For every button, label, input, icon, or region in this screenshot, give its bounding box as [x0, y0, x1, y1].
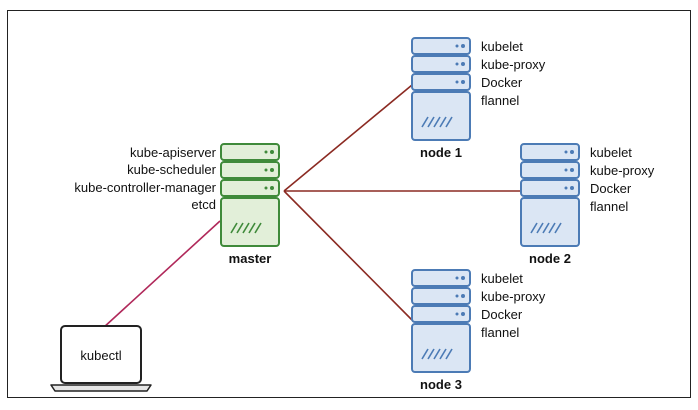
master-component-label: kube-scheduler: [127, 162, 217, 177]
node3-component-label: flannel: [481, 325, 519, 340]
server-rack-icon: [520, 143, 580, 247]
link-master-node1: [283, 84, 413, 192]
worker-node-3: kubelet kube-proxy Docker flannel node 3: [411, 269, 546, 392]
node2-component-label: flannel: [590, 199, 628, 214]
node3-name-label: node 3: [420, 377, 462, 392]
node1-component-label: Docker: [481, 75, 523, 90]
node2-component-label: Docker: [590, 181, 632, 196]
server-rack-icon: [220, 143, 280, 247]
node1-component-label: flannel: [481, 93, 519, 108]
link-master-node3: [283, 190, 413, 321]
master-component-label: kube-apiserver: [130, 145, 217, 160]
laptop-icon: [50, 325, 152, 392]
server-rack-icon: [411, 269, 471, 373]
node3-component-label: Docker: [481, 307, 523, 322]
worker-node-1: kubelet kube-proxy Docker flannel node 1: [411, 37, 546, 160]
server-rack-icon: [411, 37, 471, 141]
link-kubectl-master: [102, 220, 221, 329]
node1-component-label: kubelet: [481, 39, 523, 54]
master-server: kube-apiserver kube-scheduler kube-contr…: [74, 143, 280, 266]
node2-name-label: node 2: [529, 251, 571, 266]
kubectl-client: kubectl: [50, 325, 152, 392]
master-name-label: master: [229, 251, 272, 266]
connections: [102, 84, 521, 329]
master-component-label: kube-controller-manager: [74, 180, 216, 195]
kubectl-label: kubectl: [80, 348, 121, 363]
node1-name-label: node 1: [420, 145, 462, 160]
master-component-label: etcd: [191, 197, 216, 212]
worker-node-2: kubelet kube-proxy Docker flannel node 2: [520, 143, 655, 266]
node3-component-label: kube-proxy: [481, 289, 546, 304]
node3-component-label: kubelet: [481, 271, 523, 286]
node2-component-label: kubelet: [590, 145, 632, 160]
node2-component-label: kube-proxy: [590, 163, 655, 178]
node1-component-label: kube-proxy: [481, 57, 546, 72]
